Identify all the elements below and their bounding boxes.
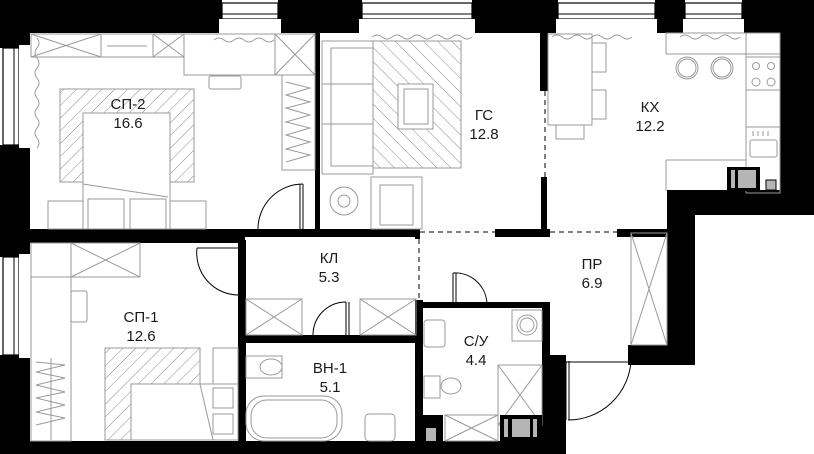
room-area: 16.6 xyxy=(113,115,143,132)
room-area: 6.9 xyxy=(581,275,603,292)
room-code: ПР xyxy=(581,256,603,273)
window-left-1 xyxy=(2,47,20,146)
fixtures xyxy=(423,167,777,441)
room-label-bedroom-1: СП-1 12.6 xyxy=(124,308,159,346)
room-area: 4.4 xyxy=(465,352,487,369)
room-label-storage: КЛ 5.3 xyxy=(319,249,340,287)
room-code: СП-1 xyxy=(123,309,159,326)
room-area: 12.6 xyxy=(126,328,156,345)
room-area: 5.1 xyxy=(319,379,341,396)
room-code: С/У xyxy=(463,333,489,350)
room-label-bathroom: ВН-1 5.1 xyxy=(313,359,347,397)
room-label-living-room: ГС 12.8 xyxy=(469,106,498,144)
room-area: 5.3 xyxy=(318,269,340,286)
room-code: КЛ xyxy=(319,250,339,267)
room-area: 12.2 xyxy=(635,118,665,135)
room-code: КХ xyxy=(640,99,660,116)
window-top-4 xyxy=(684,2,743,20)
room-code: ГС xyxy=(474,107,494,124)
room-label-bedroom-2: СП-2 16.6 xyxy=(111,95,146,133)
room-label-kitchen: КХ 12.2 xyxy=(635,98,664,136)
room-code: ВН-1 xyxy=(312,360,348,377)
room-code: СП-2 xyxy=(110,96,146,113)
room-label-hallway: ПР 6.9 xyxy=(582,255,603,293)
doors xyxy=(196,183,632,421)
room-label-toilet: С/У 4.4 xyxy=(464,332,489,370)
window-top-1 xyxy=(221,2,279,20)
window-left-2 xyxy=(2,256,20,356)
furniture xyxy=(30,32,781,442)
room-area: 12.8 xyxy=(469,126,499,143)
window-top-3 xyxy=(557,2,656,20)
window-top-2 xyxy=(361,2,473,20)
